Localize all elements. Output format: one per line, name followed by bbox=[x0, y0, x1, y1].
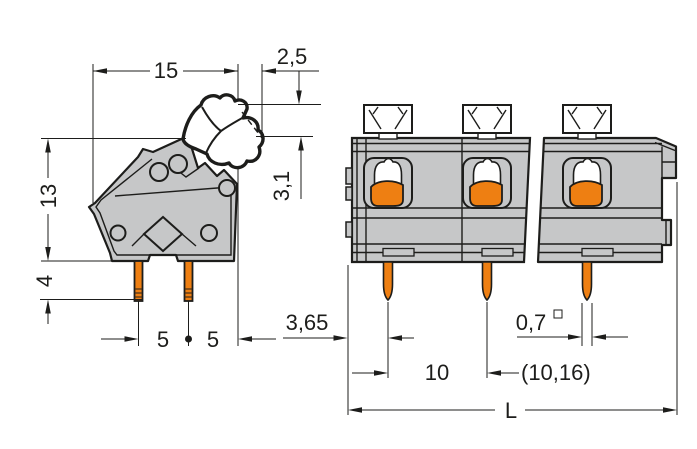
dim-2-5-label: 2,5 bbox=[277, 44, 308, 69]
body-hole bbox=[200, 224, 218, 242]
side-view-pins bbox=[133, 260, 194, 302]
side-tab bbox=[345, 221, 353, 238]
body-hole bbox=[109, 224, 127, 242]
body-hole bbox=[168, 154, 188, 174]
dim-3-1-label: 3,1 bbox=[269, 171, 294, 202]
arrowhead bbox=[333, 335, 348, 341]
arrowhead bbox=[487, 370, 501, 376]
dim-5a-label: 5 bbox=[157, 327, 169, 352]
side-tab bbox=[345, 186, 353, 201]
arrowhead bbox=[592, 334, 606, 340]
arrowhead bbox=[45, 247, 51, 261]
extension-lines bbox=[40, 64, 321, 346]
dim-5b-label: 5 bbox=[207, 327, 219, 352]
arrowhead bbox=[568, 334, 582, 340]
arrowhead bbox=[262, 68, 276, 74]
arrowhead bbox=[388, 335, 402, 341]
lever-crease-lines bbox=[201, 106, 245, 154]
solder-pin bbox=[183, 260, 194, 302]
dim-0-7-label: 0,7 bbox=[516, 310, 547, 335]
dim-center-dot bbox=[185, 335, 192, 343]
arrowhead bbox=[663, 407, 677, 413]
extension-lines bbox=[347, 182, 678, 415]
dim-10-16-label: (10,16) bbox=[521, 360, 591, 385]
dim-13-label: 13 bbox=[36, 184, 61, 208]
front-view-dimensions: 3,65 10 (10,16) 0,7 L bbox=[283, 182, 678, 423]
pole-3 bbox=[562, 104, 614, 301]
dim-line-3-1 bbox=[298, 71, 302, 199]
body-inner-contour bbox=[95, 158, 232, 256]
square-cross-section-symbol bbox=[553, 309, 563, 319]
body-hole bbox=[218, 179, 236, 197]
pole-1 bbox=[363, 104, 415, 301]
dim-L-label: L bbox=[505, 398, 517, 423]
dim-4-label: 4 bbox=[32, 275, 57, 287]
side-view-dimensions: 15 2,5 3,1 13 4 5 5 bbox=[32, 44, 321, 352]
dim-10-label: 10 bbox=[425, 360, 449, 385]
diamond-tails bbox=[131, 233, 197, 247]
side-tab bbox=[345, 167, 353, 185]
arrowhead bbox=[45, 299, 51, 314]
arrowhead bbox=[296, 90, 302, 105]
arrowhead bbox=[224, 68, 238, 74]
pole-2 bbox=[462, 104, 514, 301]
arrowhead bbox=[93, 68, 107, 74]
arrowhead bbox=[298, 136, 304, 151]
side-view bbox=[87, 64, 265, 346]
arrowhead bbox=[374, 370, 388, 376]
arrowhead bbox=[238, 336, 252, 342]
solder-pin bbox=[133, 260, 144, 302]
arrowhead bbox=[124, 336, 139, 342]
lever-projection-dashed bbox=[241, 111, 263, 139]
side-view-body bbox=[87, 134, 239, 263]
body-inner-line bbox=[114, 186, 231, 197]
arrowhead bbox=[45, 138, 51, 153]
front-view bbox=[345, 104, 678, 301]
body-hole bbox=[149, 162, 169, 182]
arrowhead bbox=[348, 407, 362, 413]
dim-15-label: 15 bbox=[154, 58, 178, 83]
pin-crimp-marks bbox=[135, 288, 192, 298]
dim-3-65-label: 3,65 bbox=[286, 310, 329, 335]
